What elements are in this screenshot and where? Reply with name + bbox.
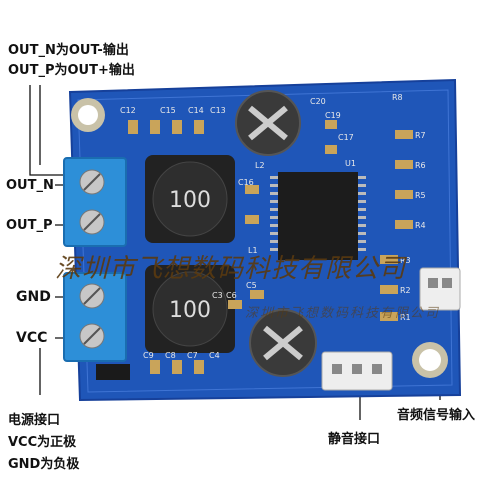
label-out-n: OUT_N	[6, 178, 54, 193]
power-terminal-block	[63, 272, 127, 362]
label-out-p: OUT_P	[6, 218, 53, 233]
label-out-p-desc: OUT_P为OUT+输出	[8, 63, 135, 78]
output-terminal-block	[63, 157, 127, 247]
label-gnd: GND	[16, 289, 51, 305]
inductor-bottom-label: 100	[169, 298, 211, 323]
label-vcc-positive: VCC为正极	[8, 435, 77, 450]
silk-c8: C8	[165, 351, 176, 360]
diode	[96, 364, 130, 380]
silk-r5: R5	[415, 191, 426, 200]
silk-r3: R3	[400, 256, 411, 265]
silk-r4: R4	[415, 221, 426, 230]
silk-c19: C19	[325, 111, 341, 120]
label-power-interface: 电源接口	[8, 413, 61, 428]
label-out-n-desc: OUT_N为OUT-输出	[8, 43, 129, 58]
silk-c13: C13	[210, 106, 226, 115]
watermark-line-2: 深圳市飞想数码科技有限公司	[245, 306, 441, 321]
silk-c17: C17	[338, 133, 354, 142]
silk-c14: C14	[188, 106, 204, 115]
silk-c20: C20	[310, 97, 326, 106]
silk-r8: R8	[392, 93, 403, 102]
silk-r6: R6	[415, 161, 426, 170]
silk-c15: C15	[160, 106, 176, 115]
silk-l2: L2	[255, 161, 265, 170]
label-mute-interface: 静音接口	[328, 432, 381, 447]
mounting-hole-top-left-center	[78, 105, 98, 125]
silk-c6: C6	[226, 291, 237, 300]
smd-components	[128, 120, 413, 374]
silk-r7: R7	[415, 131, 426, 140]
mounting-hole-bottom-right-center	[419, 349, 441, 371]
silk-c12: C12	[120, 106, 136, 115]
label-audio-input: 音频信号输入	[397, 408, 476, 423]
silk-c9: C9	[143, 351, 154, 360]
amplifier-ic	[278, 172, 358, 260]
silk-r2: R2	[400, 286, 411, 295]
label-gnd-negative: GND为负极	[8, 457, 80, 472]
label-vcc: VCC	[16, 330, 48, 346]
silk-c3: C3	[212, 291, 223, 300]
silk-c16: C16	[238, 178, 254, 187]
silk-c5: C5	[246, 281, 257, 290]
silk-l1: L1	[248, 246, 258, 255]
inductor-top-label: 100	[169, 188, 211, 213]
silk-u1: U1	[345, 159, 356, 168]
leader-line-out-n	[29, 85, 70, 176]
silk-c4: C4	[209, 351, 220, 360]
silk-c7: C7	[187, 351, 198, 360]
silk-r1: R1	[400, 313, 411, 322]
watermark-line-1: 深圳市飞想数码科技有限公司	[55, 254, 407, 284]
